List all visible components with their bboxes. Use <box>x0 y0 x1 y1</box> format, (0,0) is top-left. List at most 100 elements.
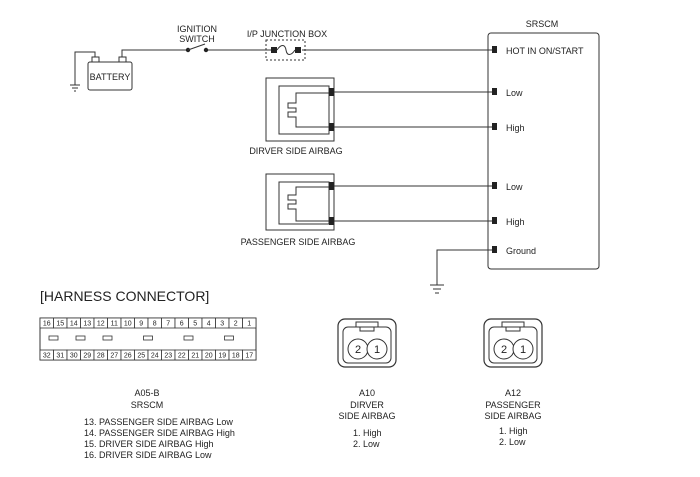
a05-pin-number: 9 <box>139 321 143 328</box>
driver-airbag-label: DIRVER SIDE AIRBAG <box>249 146 342 156</box>
a10-code: A10 <box>359 388 375 398</box>
a12-pin <box>512 338 534 360</box>
pin-marker <box>329 182 334 190</box>
pin-marker <box>492 217 497 224</box>
a05-pin-item: 15. DRIVER SIDE AIRBAG High <box>84 439 214 449</box>
a05-pin-number: 12 <box>97 321 105 328</box>
power-circuit: BATTERY IGNITION SWITCH I/P JUNCTION BOX <box>70 24 492 92</box>
a10-pin-item: 2. Low <box>353 439 380 449</box>
passenger-airbag: PASSENGER SIDE AIRBAG <box>241 173 492 247</box>
a05-pin-number: 19 <box>218 353 226 360</box>
a05-key-slot <box>75 335 86 341</box>
wire <box>436 249 492 285</box>
srscm-module: SRSCM HOT IN ON/START Low High Low High … <box>487 19 600 270</box>
a05-name: SRSCM <box>131 400 164 410</box>
a05-pin-number: 30 <box>70 353 78 360</box>
a05-pin-number: 31 <box>56 353 64 360</box>
squib-coil-icon <box>287 186 329 222</box>
a05-pin-number: 10 <box>124 321 132 328</box>
a05-pin-number: 2 <box>234 321 238 328</box>
a05-pin-number: 29 <box>83 353 91 360</box>
a12-pin-number: 2 <box>501 344 507 356</box>
a05-key-slot <box>48 335 59 341</box>
a10-pin-number: 2 <box>355 344 361 356</box>
a05-pin-number: 8 <box>153 321 157 328</box>
srscm-title: SRSCM <box>526 19 559 29</box>
a05-pin-number: 24 <box>151 353 159 360</box>
a05-key-slot <box>143 335 153 341</box>
ground-symbol <box>70 84 80 92</box>
a05-pin-number: 3 <box>220 321 224 328</box>
a05-pin-cell <box>242 317 257 329</box>
a05-pin-number: 23 <box>164 353 172 360</box>
a12-connector: 2 1 <box>483 318 543 368</box>
a05-key-slot <box>102 335 113 341</box>
harness-title: [HARNESS CONNECTOR] <box>40 288 209 304</box>
a05-pin-number: 25 <box>137 353 145 360</box>
hot-in-label: HOT IN ON/START <box>506 46 584 56</box>
srscm-box <box>487 32 600 270</box>
a05-pin-item: 13. PASSENGER SIDE AIRBAG Low <box>84 417 233 427</box>
a10-pin-number: 1 <box>374 344 380 356</box>
a10-pin <box>366 338 388 360</box>
a12-name-1: PASSENGER <box>485 400 541 410</box>
fuse-icon <box>265 39 306 61</box>
a10-name-1: DIRVER <box>350 400 384 410</box>
a10-connector: 2 1 <box>337 318 397 368</box>
a10-name-2: SIDE AIRBAG <box>338 411 395 421</box>
a05-pin-number: 28 <box>97 353 105 360</box>
a05-pin-number: 21 <box>191 353 199 360</box>
pass-low-label: Low <box>506 182 523 192</box>
a05-pin-number: 20 <box>205 353 213 360</box>
a05-key-slot <box>183 335 194 341</box>
a10-pin-item: 1. High <box>353 428 382 438</box>
a05-pin-number: 4 <box>207 321 211 328</box>
a12-pin-item: 2. Low <box>499 437 526 447</box>
a05-key-slot <box>224 335 234 341</box>
a05-pin-number: 1 <box>247 321 251 328</box>
pin-marker <box>492 46 497 53</box>
passenger-airbag-label: PASSENGER SIDE AIRBAG <box>241 237 356 247</box>
pin-marker <box>329 123 334 131</box>
ignition-label-2: SWITCH <box>179 34 215 44</box>
pass-high-label: High <box>506 217 525 227</box>
a05-pin-number: 17 <box>245 353 253 360</box>
a05-pin-number: 5 <box>193 321 197 328</box>
a12-pin-number: 1 <box>520 344 526 356</box>
a10-latch-icon <box>355 321 379 332</box>
driver-high-label: High <box>506 123 525 133</box>
a12-pin-item: 1. High <box>499 426 528 436</box>
ignition-label-1: IGNITION <box>177 24 217 34</box>
pin-marker <box>329 88 334 96</box>
a05-pin-number: 7 <box>166 321 170 328</box>
a05-key-row <box>48 335 234 341</box>
ignition-switch-icon <box>185 43 209 53</box>
srscm-ground <box>430 249 492 294</box>
passenger-airbag-inner <box>278 181 330 225</box>
driver-airbag-inner <box>278 85 330 135</box>
a05-pin-number: 16 <box>43 321 51 328</box>
a05-code: A05-B <box>134 388 159 398</box>
pin-marker <box>329 217 334 225</box>
a05-pin-number: 11 <box>111 321 118 328</box>
battery-label: BATTERY <box>90 72 131 82</box>
squib-coil-icon <box>287 92 329 128</box>
a12-name-2: SIDE AIRBAG <box>484 411 541 421</box>
battery-icon <box>87 56 133 91</box>
pin-marker <box>492 88 497 95</box>
a12-latch-icon <box>501 321 525 332</box>
wire <box>121 49 186 62</box>
a05-pin-number: 32 <box>43 353 51 360</box>
a05-pin-number: 6 <box>180 321 184 328</box>
pin-marker <box>492 246 497 253</box>
a05-pin-item: 14. PASSENGER SIDE AIRBAG High <box>84 428 235 438</box>
ground-symbol <box>430 284 444 294</box>
pin-marker <box>492 123 497 130</box>
a12-code: A12 <box>505 388 521 398</box>
ground-label: Ground <box>506 246 536 256</box>
a05-pin-item: 16. DRIVER SIDE AIRBAG Low <box>84 450 212 460</box>
a05-pin-number: 14 <box>70 321 78 328</box>
